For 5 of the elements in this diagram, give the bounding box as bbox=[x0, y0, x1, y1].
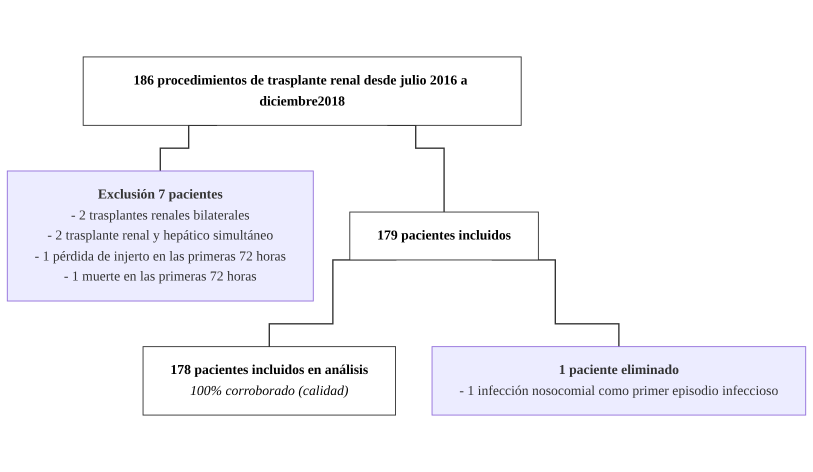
node-box: 178 pacientes incluidos en análisis 100% corroborado (calidad) bbox=[142, 346, 396, 416]
node-box: 1 paciente eliminado - 1 infección nosocomial como primer episodio infeccioso bbox=[432, 346, 806, 416]
node-box: Exclusión 7 pacientes - 2 trasplantes renales bilaterales - 2 trasplante renal y hepático simultáneo - 1 pérdida de injerto en las primeras 72 horas - 1 muerte en las primeras 72 horas bbox=[6, 170, 314, 302]
node-box: 186 procedimientos de trasplante renal desde julio 2016 a diciembre2018 bbox=[82, 56, 522, 126]
node-box: 179 pacientes incluidos bbox=[349, 212, 539, 260]
